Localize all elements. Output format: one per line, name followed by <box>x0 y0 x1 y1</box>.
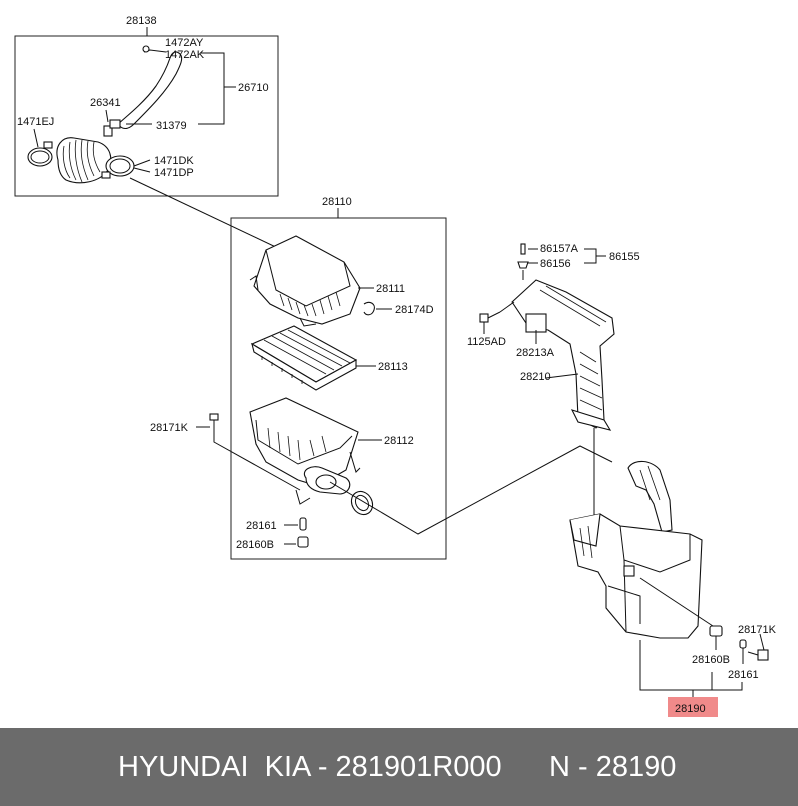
nipple-fitting <box>103 119 121 137</box>
callout-28171K-left[interactable]: 28171K <box>150 422 189 434</box>
callout-31379[interactable]: 31379 <box>156 120 187 132</box>
callout-28138[interactable]: 28138 <box>126 15 157 27</box>
callout-28174D[interactable]: 28174D <box>395 304 434 316</box>
grommet-left <box>297 536 309 548</box>
grommet-right <box>709 625 723 637</box>
grommet-86156 <box>517 261 529 269</box>
resonator <box>569 460 703 639</box>
air-filter-element <box>250 325 358 391</box>
grommet-pin-right <box>739 639 747 649</box>
clip <box>363 301 375 316</box>
highlight-28190 <box>668 697 718 717</box>
callout-1471DP[interactable]: 1471DP <box>154 167 194 179</box>
bolt-left <box>209 413 219 430</box>
callout-26341[interactable]: 26341 <box>90 97 121 109</box>
grommet-pin-left <box>299 517 307 531</box>
callout-86156[interactable]: 86156 <box>540 258 571 270</box>
callout-1471EJ[interactable]: 1471EJ <box>17 116 54 128</box>
callout-28161-right[interactable]: 28161 <box>728 669 759 681</box>
hose-assembly-frame <box>14 35 279 197</box>
footer-bar: HYUNDAI KIA - 281901R000 N - 28190 <box>0 728 798 806</box>
footer-brand-part: HYUNDAI KIA - 281901R000 <box>118 750 502 783</box>
callout-28111[interactable]: 28111 <box>376 283 405 295</box>
hose-clamp-left <box>27 141 53 167</box>
callout-86155[interactable]: 86155 <box>609 251 640 263</box>
callout-28112[interactable]: 28112 <box>384 435 414 447</box>
callout-1472AY[interactable]: 1472AY <box>165 37 204 49</box>
bolt-right <box>747 649 769 661</box>
air-duct <box>511 279 615 431</box>
callout-28213A[interactable]: 28213A <box>516 347 555 359</box>
footer-part-number: N - 28190 <box>549 750 677 783</box>
callout-28171K-right[interactable]: 28171K <box>738 624 777 636</box>
callout-28110[interactable]: 28110 <box>322 196 352 208</box>
callout-28113[interactable]: 28113 <box>378 361 408 373</box>
callout-28160B-right[interactable]: 28160B <box>692 654 730 666</box>
callout-28190[interactable]: 28190 <box>675 703 706 715</box>
callout-86157A[interactable]: 86157A <box>540 243 579 255</box>
hose-clamp-right <box>101 155 135 179</box>
callout-1472AK[interactable]: 1472AK <box>165 49 205 61</box>
sealing-ring <box>350 490 374 516</box>
clip-86157A <box>520 243 526 255</box>
callout-1125AD[interactable]: 1125AD <box>467 336 506 348</box>
callout-1471DK[interactable]: 1471DK <box>154 155 194 167</box>
parts-diagram: 28138 1472AY 1472AK 26710 31379 26341 14… <box>14 15 777 717</box>
air-cleaner-body <box>249 397 361 505</box>
callout-28161-left[interactable]: 28161 <box>246 520 277 532</box>
bolt-1125AD <box>479 311 501 323</box>
callout-28160B-left[interactable]: 28160B <box>236 539 274 551</box>
callout-26710[interactable]: 26710 <box>238 82 269 94</box>
air-cleaner-cover <box>249 235 361 327</box>
callout-28210[interactable]: 28210 <box>520 371 551 383</box>
